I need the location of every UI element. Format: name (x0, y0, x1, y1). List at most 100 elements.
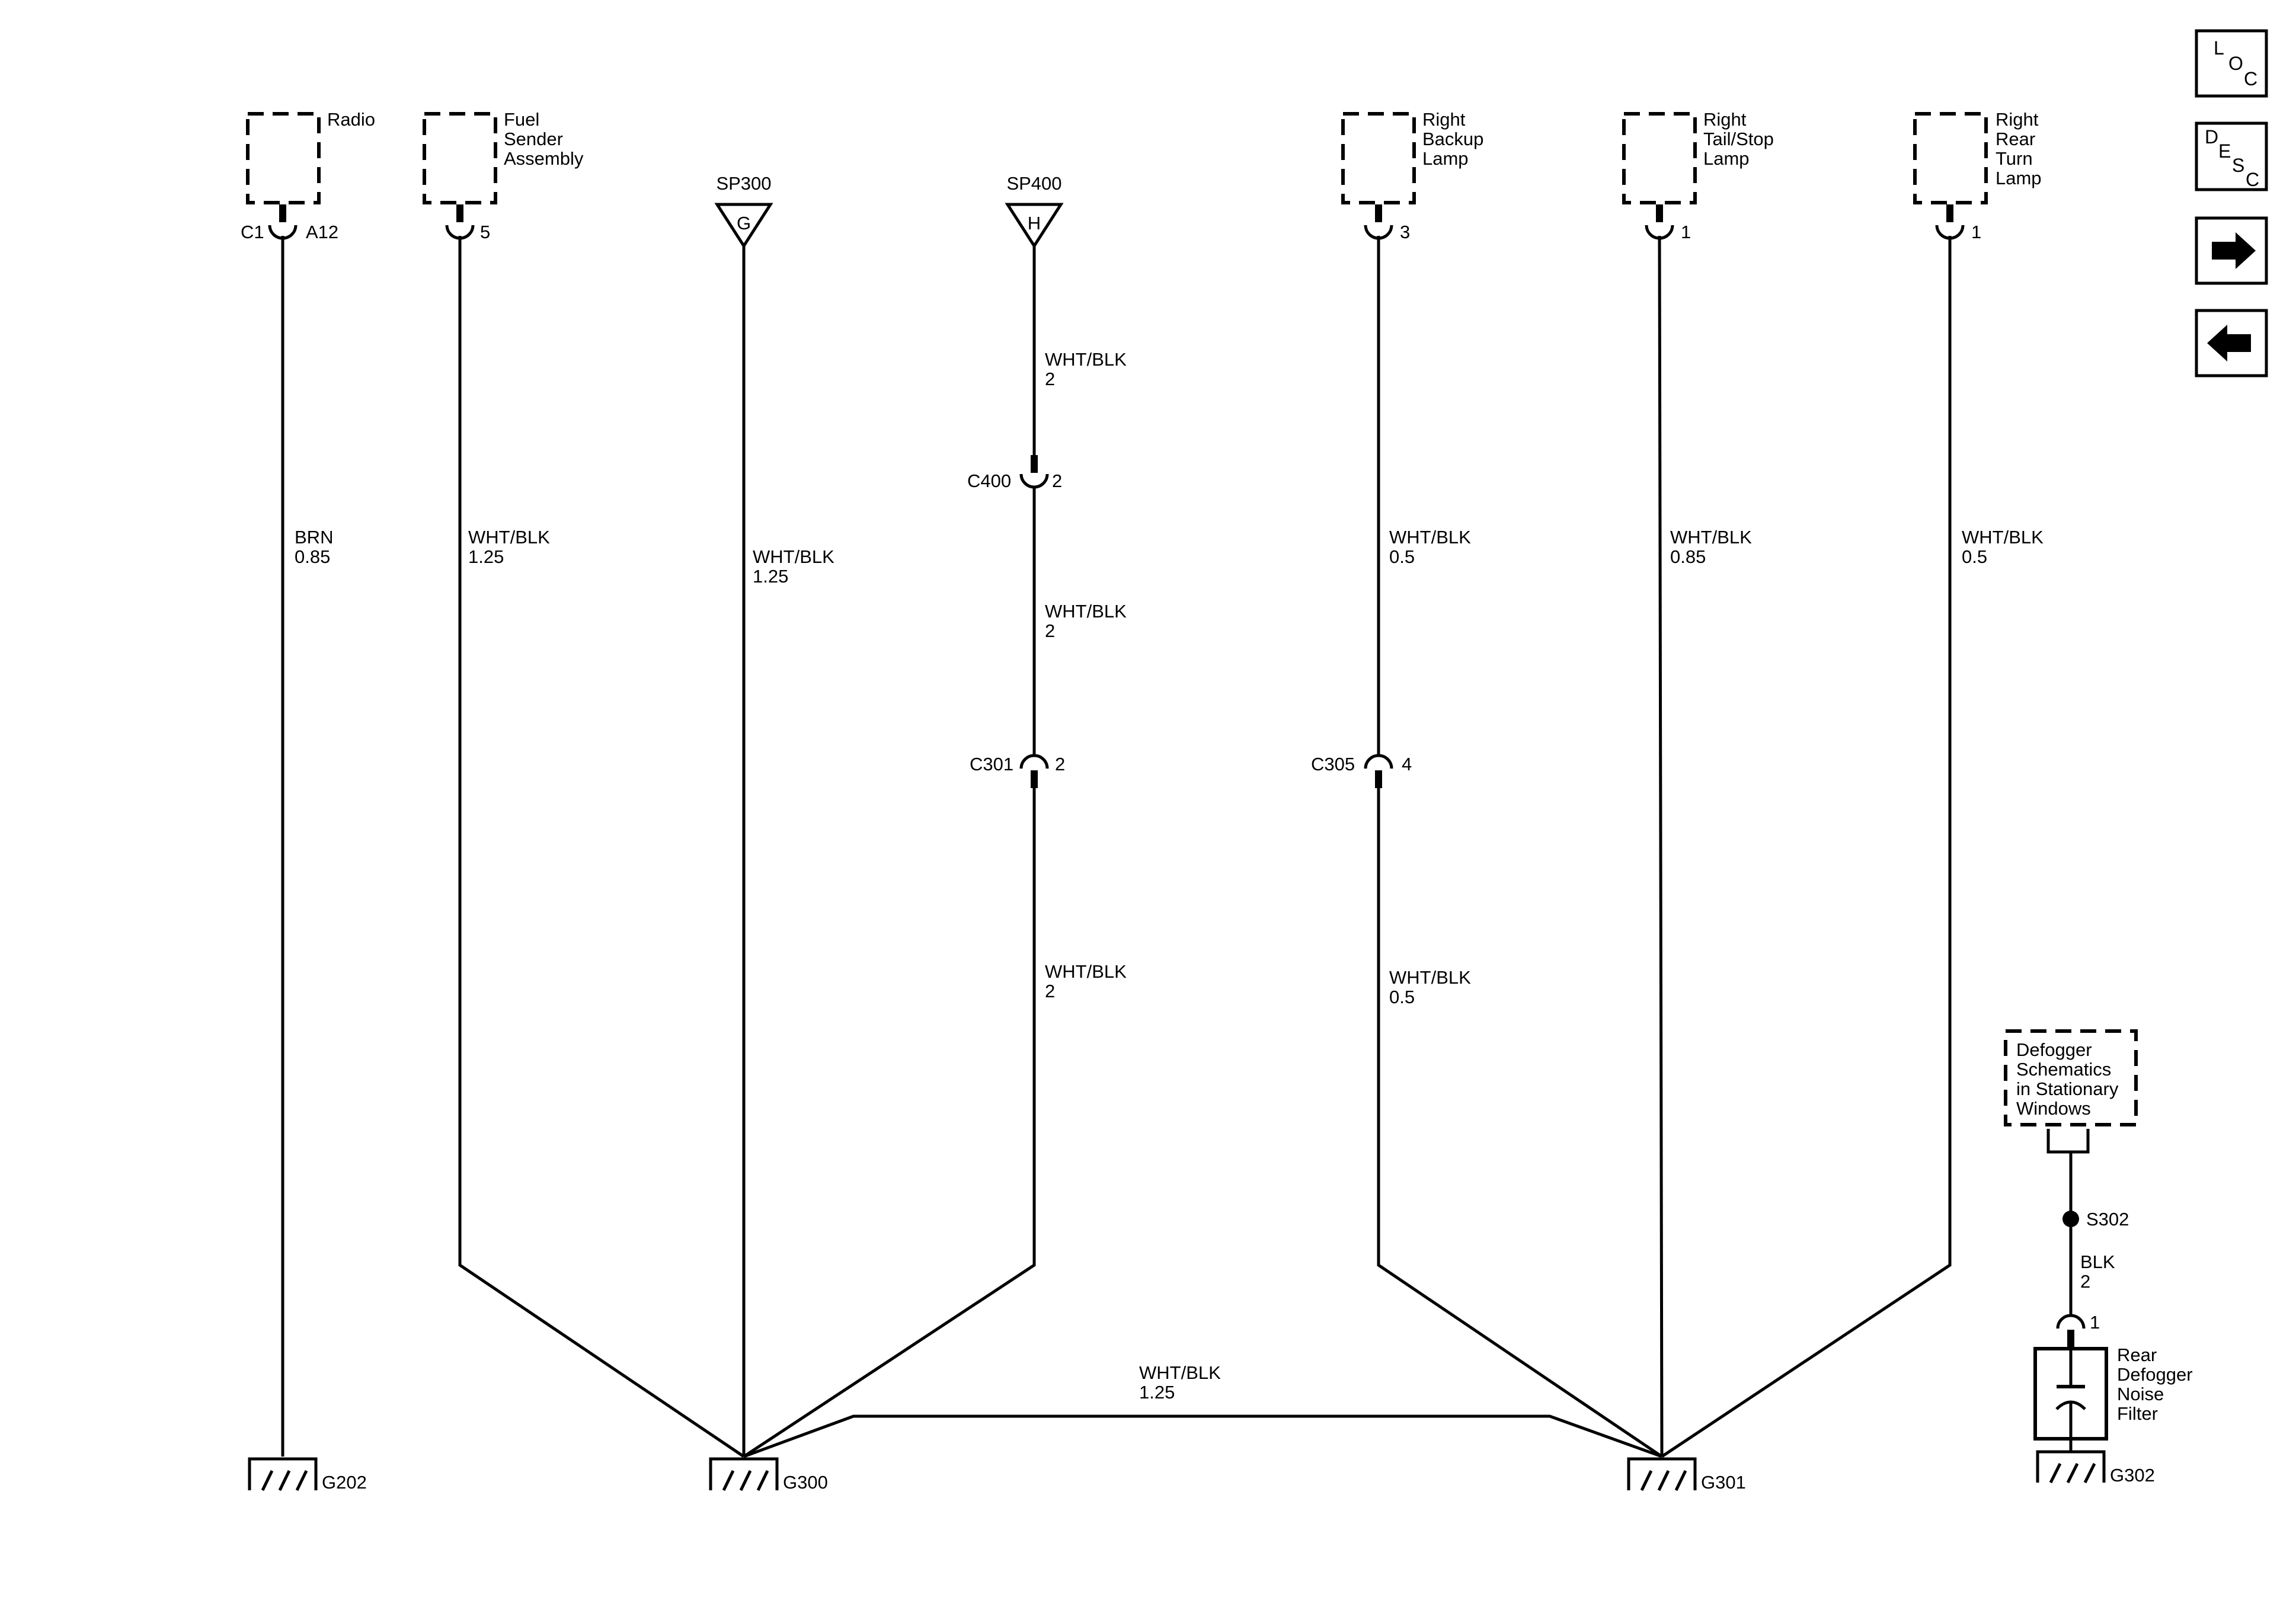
ground-g202: G202 (248, 1457, 367, 1493)
next-page-button[interactable] (2195, 216, 2268, 285)
loc-letter-l: L (2214, 37, 2224, 59)
radio-connector-id: C1 (241, 222, 264, 242)
defogger-wire-gauge: 2 (2080, 1271, 2090, 1292)
c305-pin: 4 (1402, 754, 1412, 774)
backup-lamp-label-3: Lamp (1422, 148, 1469, 169)
ground-g300: G300 (709, 1457, 828, 1493)
c400-pin: 2 (1052, 470, 1062, 491)
c301-pin: 2 (1055, 754, 1065, 774)
defogger-wire-color: BLK (2080, 1251, 2115, 1272)
tail-stop-lamp-label-2: Tail/Stop (1703, 129, 1774, 149)
c301-label: C301 (970, 754, 1013, 774)
ground-g301: G301 (1627, 1457, 1746, 1493)
fuel-sender-label-3: Assembly (504, 148, 584, 169)
wires (281, 235, 2086, 1458)
defogger-ref-label-2: Schematics (2016, 1059, 2111, 1080)
arrow-right-icon (2212, 232, 2256, 269)
rear-turn-lamp-pin: 1 (1971, 222, 1981, 242)
bus-wire-color: WHT/BLK (1139, 1362, 1221, 1383)
defogger-ref-label-4: Windows (2016, 1098, 2091, 1119)
radio-label: Radio (327, 109, 375, 130)
loc-button[interactable]: L O C (2195, 29, 2268, 98)
rear-turn-wire-color: WHT/BLK (1962, 527, 2044, 548)
backup-lamp-label-2: Backup (1422, 129, 1483, 149)
sp300-letter: G (737, 213, 751, 233)
sp300-wire-gauge: 1.25 (753, 566, 788, 587)
g302-label: G302 (2110, 1465, 2155, 1486)
tail-stop-wire-color: WHT/BLK (1670, 527, 1752, 548)
defogger-ref-label-1: Defogger (2016, 1039, 2092, 1060)
backup-bottom-wire-color: WHT/BLK (1389, 967, 1471, 988)
tail-stop-lamp-connector: 1 (1645, 204, 1691, 242)
fuel-sender-connector: 5 (445, 204, 490, 242)
sp400-bottom-wire-color: WHT/BLK (1045, 961, 1127, 982)
tail-stop-lamp-label-3: Lamp (1703, 148, 1750, 169)
fuel-sender-wire-gauge: 1.25 (468, 546, 504, 567)
sp300-name: SP300 (716, 173, 771, 194)
noise-filter-label-2: Defogger (2117, 1364, 2193, 1385)
bus-wire-gauge: 1.25 (1139, 1382, 1175, 1403)
noise-filter-label-4: Filter (2117, 1403, 2158, 1424)
radio-connector: C1 A12 (241, 204, 338, 242)
sp400-mid-wire-gauge: 2 (1045, 620, 1055, 641)
s302-label: S302 (2086, 1209, 2129, 1230)
backup-lamp-connector: 3 (1364, 204, 1410, 242)
splice-s302: S302 (2062, 1209, 2129, 1230)
sp400-mid-wire-color: WHT/BLK (1045, 601, 1127, 622)
splice-pack-sp400: SP400 H (1005, 173, 1064, 249)
sp300-wire-color: WHT/BLK (753, 546, 834, 567)
previous-page-button[interactable] (2195, 309, 2268, 377)
desc-letter-d: D (2205, 126, 2218, 148)
loc-letter-o: O (2228, 53, 2243, 74)
sp400-letter: H (1028, 213, 1041, 233)
rear-turn-lamp-label-3: Turn (1996, 148, 2033, 169)
fuel-sender-label-2: Sender (504, 129, 563, 149)
rear-turn-lamp-connector: 1 (1935, 204, 1981, 242)
backup-top-wire-color: WHT/BLK (1389, 527, 1471, 548)
tail-stop-lamp-label-1: Right (1703, 109, 1747, 130)
rear-turn-lamp-label-4: Lamp (1996, 168, 2042, 188)
noise-filter-label-1: Rear (2117, 1345, 2157, 1365)
g301-label: G301 (1701, 1472, 1746, 1493)
radio-wire-color: BRN (295, 527, 333, 548)
desc-letter-c: C (2246, 169, 2259, 190)
desc-button[interactable]: D E S C (2195, 121, 2268, 191)
rear-turn-wire-gauge: 0.5 (1962, 546, 1987, 567)
g202-label: G202 (322, 1472, 367, 1493)
defogger-ref-label-3: in Stationary (2016, 1078, 2119, 1099)
svg-text:Radio: Radio (327, 109, 375, 130)
sp400-name: SP400 (1006, 173, 1061, 194)
fuel-sender-label-1: Fuel (504, 109, 539, 130)
desc-letter-e: E (2218, 140, 2231, 162)
backup-top-wire-gauge: 0.5 (1389, 546, 1415, 567)
desc-letter-s: S (2232, 155, 2244, 176)
sp400-top-wire-color: WHT/BLK (1045, 349, 1127, 370)
noise-filter-pin: 1 (2090, 1312, 2100, 1333)
noise-filter-label-3: Noise (2117, 1384, 2164, 1404)
tail-stop-wire-gauge: 0.85 (1670, 546, 1706, 567)
backup-lamp-pin: 3 (1400, 222, 1410, 242)
rear-turn-lamp-label-2: Rear (1996, 129, 2035, 149)
